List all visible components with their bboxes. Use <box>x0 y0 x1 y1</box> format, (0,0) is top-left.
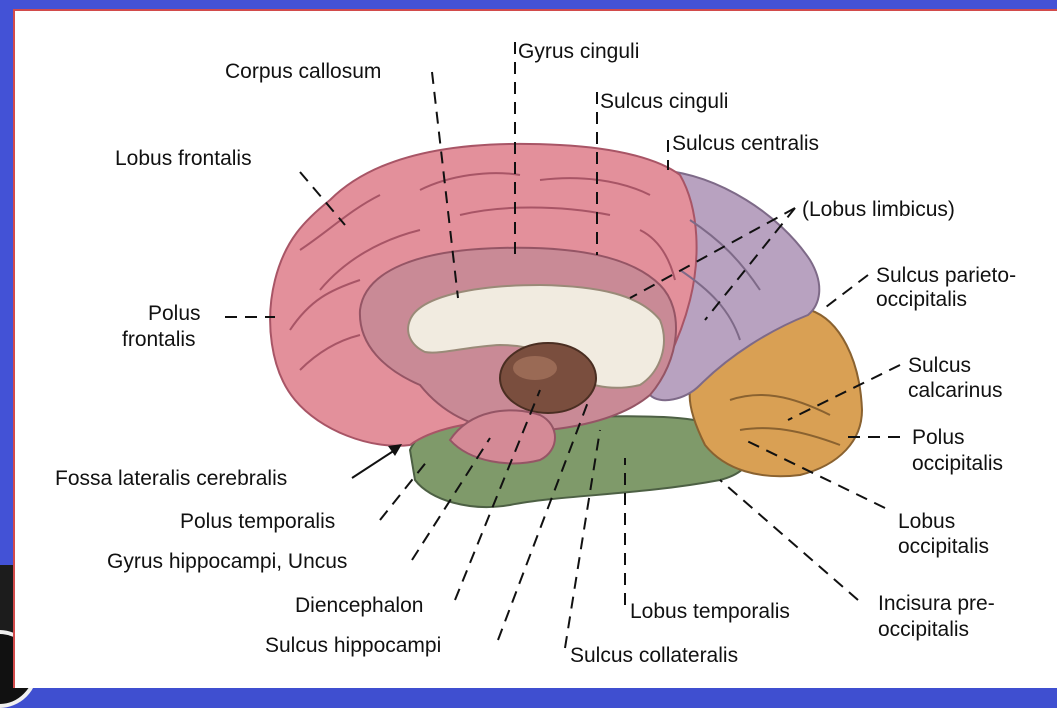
label-sulcus-calcarinus-line1: Sulcus <box>908 354 971 377</box>
label-lobus-occipitalis-line2: occipitalis <box>898 535 989 558</box>
label-gyrus-cinguli: Gyrus cinguli <box>518 40 639 63</box>
label-sulcus-hippocampi: Sulcus hippocampi <box>265 634 441 657</box>
label-sulcus-parieto-line1: Sulcus parieto- <box>876 264 1016 287</box>
label-polus-temporalis: Polus temporalis <box>180 510 335 533</box>
label-incisura-line1: Incisura pre- <box>878 592 995 615</box>
label-corpus-callosum: Corpus callosum <box>225 60 381 83</box>
label-lobus-limbicus: (Lobus limbicus) <box>802 198 955 221</box>
label-sulcus-cinguli: Sulcus cinguli <box>600 90 728 113</box>
label-polus-frontalis-line1: Polus <box>148 302 201 325</box>
label-diencephalon: Diencephalon <box>295 594 423 617</box>
label-lobus-frontalis: Lobus frontalis <box>115 147 252 170</box>
label-incisura-line2: occipitalis <box>878 618 969 641</box>
label-polus-occipitalis-line1: Polus <box>912 426 965 449</box>
label-sulcus-calcarinus-line2: calcarinus <box>908 379 1003 402</box>
thalamus-highlight <box>513 356 557 380</box>
label-lobus-temporalis: Lobus temporalis <box>630 600 790 623</box>
diencephalon-shape <box>500 343 596 413</box>
fossa-arrow-line <box>352 450 395 478</box>
label-polus-occipitalis-line2: occipitalis <box>912 452 1003 475</box>
label-fossa-lateralis: Fossa lateralis cerebralis <box>55 467 287 490</box>
label-sulcus-parieto-line2: occipitalis <box>876 288 967 311</box>
label-lobus-occipitalis-line1: Lobus <box>898 510 955 533</box>
label-sulcus-collateralis: Sulcus collateralis <box>570 644 738 667</box>
label-sulcus-centralis: Sulcus centralis <box>672 132 819 155</box>
label-gyrus-hippocampi: Gyrus hippocampi, Uncus <box>107 550 347 573</box>
brain-diagram: Corpus callosum Gyrus cinguli Sulcus cin… <box>0 0 1057 688</box>
label-polus-frontalis-line2: frontalis <box>122 328 196 351</box>
